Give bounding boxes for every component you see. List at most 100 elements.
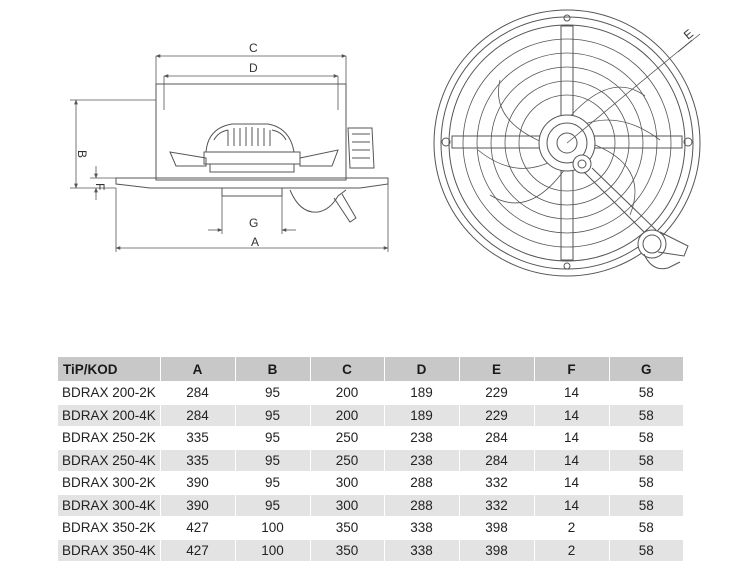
housing-outline — [155, 83, 347, 181]
cell-c: 250 — [310, 426, 385, 449]
cell-e: 229 — [459, 381, 535, 404]
cell-b: 95 — [235, 403, 311, 427]
cable-front — [583, 167, 657, 237]
cell-f: 14 — [534, 381, 610, 404]
table-row: BDRAX 200-4K 284 95 200 189 229 14 58 — [58, 403, 683, 427]
cell-c: 350 — [310, 516, 385, 539]
motor-dome — [205, 123, 295, 153]
hub — [221, 187, 283, 197]
table-row: BDRAX 300-4K 390 95 300 288 332 14 58 — [58, 493, 683, 517]
front-view — [433, 9, 701, 277]
cell-a: 427 — [160, 516, 236, 539]
dim-label-e: E — [681, 26, 696, 42]
table-row: BDRAX 350-4K 427 100 350 338 398 2 58 — [58, 538, 683, 561]
cell-c: 300 — [310, 493, 385, 517]
cell-model: BDRAX 250-4K — [58, 448, 161, 472]
terminal-box — [347, 127, 375, 169]
cell-d: 338 — [384, 516, 460, 539]
cell-f: 14 — [534, 403, 610, 427]
dim-e — [566, 33, 701, 144]
cell-b: 100 — [235, 538, 311, 561]
cell-b: 95 — [235, 493, 311, 517]
motor-fins — [227, 127, 271, 146]
dim-label-g: G — [249, 216, 258, 230]
cell-a: 284 — [160, 381, 236, 404]
cell-g: 58 — [609, 516, 683, 539]
cell-model: BDRAX 300-2K — [58, 471, 161, 494]
header-e: E — [459, 357, 535, 382]
cell-c: 200 — [310, 381, 385, 404]
cell-model: BDRAX 250-2K — [58, 426, 161, 449]
cell-e: 229 — [459, 403, 535, 427]
cell-g: 58 — [609, 426, 683, 449]
table-row: BDRAX 300-2K 390 95 300 288 332 14 58 — [58, 471, 683, 494]
cell-a: 427 — [160, 538, 236, 561]
cell-e: 284 — [459, 448, 535, 472]
cell-e: 284 — [459, 426, 535, 449]
cell-e: 398 — [459, 538, 535, 561]
cell-f: 14 — [534, 471, 610, 494]
cell-g: 58 — [609, 381, 683, 404]
side-dimensions — [70, 54, 389, 252]
spec-table: TiP/KOD A B C D E F G BDRAX 200-2K 284 9… — [58, 357, 683, 561]
cell-d: 238 — [384, 448, 460, 472]
cell-f: 2 — [534, 516, 610, 539]
cell-g: 58 — [609, 538, 683, 561]
dim-label-b: B — [75, 150, 89, 158]
cell-c: 300 — [310, 471, 385, 494]
table-row: BDRAX 350-2K 427 100 350 338 398 2 58 — [58, 516, 683, 539]
cell-model: BDRAX 200-2K — [58, 381, 161, 404]
flange-plate — [115, 177, 389, 189]
header-c: C — [310, 357, 385, 382]
cell-b: 95 — [235, 471, 311, 494]
table-row: BDRAX 250-4K 335 95 250 238 284 14 58 — [58, 448, 683, 472]
dim-label-d: D — [249, 61, 258, 75]
header-g: G — [609, 357, 683, 382]
cell-d: 288 — [384, 471, 460, 494]
cell-a: 335 — [160, 448, 236, 472]
cell-f: 14 — [534, 493, 610, 517]
outer-ring — [433, 9, 701, 277]
fan-blade-left — [169, 151, 207, 167]
cell-a: 390 — [160, 493, 236, 517]
cell-f: 14 — [534, 448, 610, 472]
table-row: BDRAX 250-2K 335 95 250 238 284 14 58 — [58, 426, 683, 449]
cell-d: 338 — [384, 538, 460, 561]
header-tip-kod: TiP/KOD — [58, 357, 161, 382]
cell-f: 2 — [534, 538, 610, 561]
cell-b: 95 — [235, 426, 311, 449]
hub-center — [556, 132, 578, 154]
header-b: B — [235, 357, 311, 382]
header-d: D — [384, 357, 460, 382]
cell-g: 58 — [609, 448, 683, 472]
cell-a: 284 — [160, 403, 236, 427]
cable — [289, 189, 347, 213]
cell-model: BDRAX 200-4K — [58, 403, 161, 427]
cell-b: 95 — [235, 448, 311, 472]
dim-label-a: A — [251, 235, 259, 249]
table-header-row: TiP/KOD A B C D E F G — [58, 357, 683, 382]
cell-g: 58 — [609, 403, 683, 427]
cell-d: 288 — [384, 493, 460, 517]
cell-c: 350 — [310, 538, 385, 561]
cell-f: 14 — [534, 426, 610, 449]
table-row: BDRAX 200-2K 284 95 200 189 229 14 58 — [58, 381, 683, 404]
header-f: F — [534, 357, 610, 382]
cell-e: 332 — [459, 493, 535, 517]
cell-c: 250 — [310, 448, 385, 472]
motor-body — [203, 151, 301, 165]
cell-e: 398 — [459, 516, 535, 539]
cell-d: 189 — [384, 403, 460, 427]
cell-g: 58 — [609, 471, 683, 494]
dim-label-c: C — [249, 41, 258, 55]
side-view — [115, 83, 389, 223]
cell-a: 390 — [160, 471, 236, 494]
cell-model: BDRAX 350-2K — [58, 516, 161, 539]
cell-b: 100 — [235, 516, 311, 539]
fan-blade-right — [299, 149, 339, 167]
cell-b: 95 — [235, 381, 311, 404]
cell-e: 332 — [459, 471, 535, 494]
cell-c: 200 — [310, 403, 385, 427]
cell-a: 335 — [160, 426, 236, 449]
grille-rings — [462, 38, 672, 248]
